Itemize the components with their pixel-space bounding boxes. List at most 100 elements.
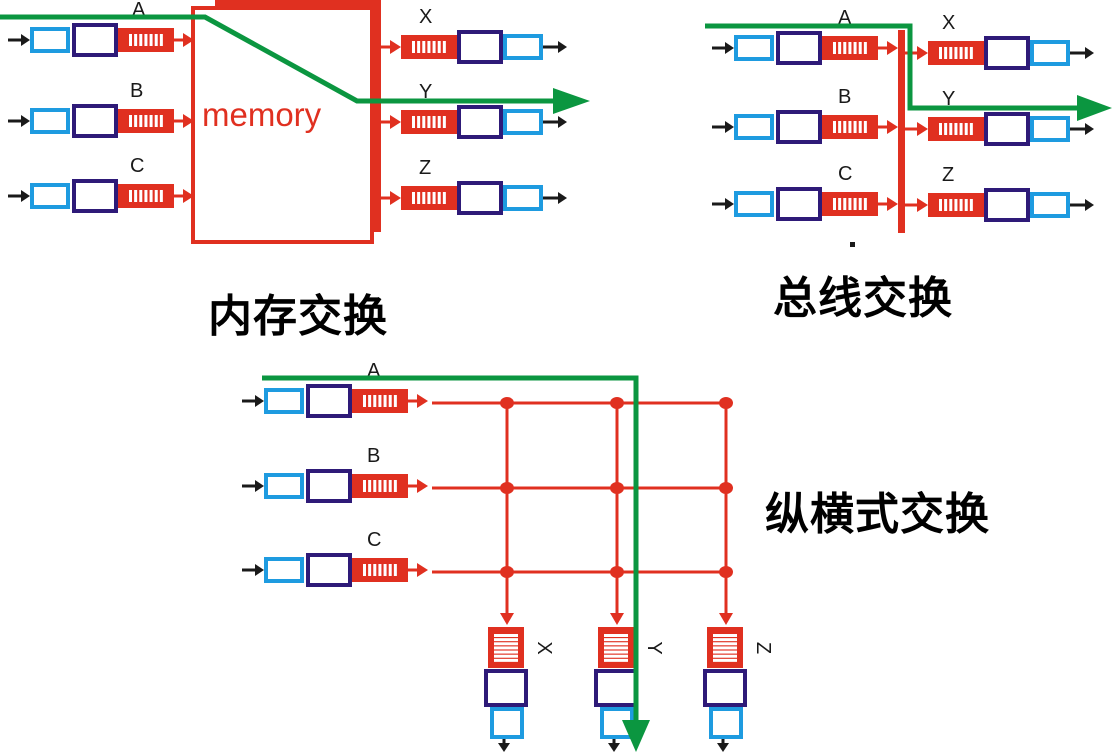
queue-slot (432, 192, 436, 204)
queue-slot (412, 41, 415, 53)
queue-slot (363, 395, 366, 407)
queue-slot (494, 658, 518, 662)
output-label: X (942, 12, 955, 34)
queue-slot (134, 190, 138, 202)
queue-slot (373, 480, 377, 492)
output-port-x: X (902, 12, 1094, 70)
arrow-head-icon (21, 34, 30, 46)
queue-slot (427, 116, 431, 128)
queue-slot (604, 658, 628, 662)
queue-slot (949, 47, 953, 59)
queue-slot (417, 41, 421, 53)
input-port-a: A (712, 7, 898, 65)
queue-slot (427, 192, 431, 204)
queue-slot (149, 34, 153, 46)
queue-slot (393, 564, 397, 576)
queue-slot (713, 634, 737, 637)
queue-slot (368, 395, 372, 407)
arrow-head-icon (558, 192, 567, 204)
memory-path-arrowhead (553, 88, 590, 114)
link-layer-box (306, 469, 352, 503)
line-termination-box (264, 473, 304, 499)
crosspoint-node (500, 482, 514, 494)
queue-slot (853, 121, 857, 133)
queue-slot (373, 564, 377, 576)
queue-slot (494, 638, 518, 642)
link-layer-box (72, 104, 118, 138)
link-layer-box (457, 30, 503, 64)
bus-switching-caption: 总线交换 (773, 273, 953, 324)
queue-slot (388, 564, 392, 576)
output-label: Z (942, 164, 954, 186)
output-label: X (533, 641, 555, 654)
queue-slot (949, 123, 953, 135)
arrow-head-icon (1085, 47, 1094, 59)
queue-slot (494, 650, 518, 654)
memory-fabric: memory (191, 0, 381, 244)
queue-slot (838, 42, 842, 54)
arrow-head-icon (717, 743, 729, 752)
output-label: X (419, 6, 432, 28)
crossbar-path-arrowhead (622, 720, 650, 752)
arrow-head-icon (183, 33, 194, 47)
output-label: Z (419, 157, 431, 179)
link-layer-box (306, 553, 352, 587)
queue-slot (939, 123, 942, 135)
arrow-head-icon (417, 394, 428, 408)
queue-slot (437, 41, 441, 53)
queue-slot (378, 395, 382, 407)
queue-slot (969, 123, 973, 135)
input-port-b: B (8, 80, 194, 138)
queue-slot (713, 654, 737, 658)
output-port-y: Y (594, 613, 665, 752)
line-termination-box (734, 114, 774, 140)
queue-slot (969, 47, 973, 59)
queue-slot (604, 654, 628, 658)
arrow-head-icon (183, 114, 194, 128)
queue-slot (144, 34, 148, 46)
queue-slot (954, 199, 958, 211)
queue-slot (863, 42, 867, 54)
memory-switching-panel: memory ABC XYZ (0, 0, 590, 244)
output-label: Y (942, 88, 955, 110)
queue-slot (388, 395, 392, 407)
queue-slot (134, 34, 138, 46)
queue-slot (159, 190, 163, 202)
input-port-a: A (8, 0, 194, 57)
arrow-head-icon (417, 479, 428, 493)
output-label: Z (752, 642, 774, 654)
arrow-head-icon (558, 116, 567, 128)
bus-path-arrowhead (1077, 95, 1112, 121)
input-label: B (130, 80, 143, 102)
queue-slot (939, 199, 942, 211)
queue-slot (442, 41, 446, 53)
memory-output-ports: XYZ (375, 6, 567, 215)
queue-slot (964, 123, 968, 135)
link-layer-box (776, 187, 822, 221)
crosspoint-node (719, 566, 733, 578)
queue-slot (969, 199, 973, 211)
output-port-z: Z (375, 157, 567, 215)
line-termination-box (30, 27, 70, 53)
crossbar-grid (432, 397, 733, 615)
queue-slot (833, 121, 836, 133)
line-termination-box (503, 109, 543, 135)
crosspoint-node (610, 397, 624, 409)
output-label: Y (643, 641, 665, 654)
memory-input-ports: ABC (8, 0, 194, 213)
queue-slot (838, 198, 842, 210)
queue-slot (432, 116, 436, 128)
crossbar-highlighted-path (262, 375, 650, 752)
line-termination-box (503, 185, 543, 211)
arrow-head-icon (917, 46, 928, 60)
arrow-head-icon (887, 41, 898, 55)
memory-label: memory (202, 96, 322, 133)
queue-slot (604, 642, 628, 646)
queue-slot (149, 190, 153, 202)
arrow-head-icon (917, 122, 928, 136)
queue-slot (129, 190, 132, 202)
queue-slot (383, 395, 387, 407)
queue-slot (393, 480, 397, 492)
bus-output-ports: X Y Z (902, 12, 1094, 222)
